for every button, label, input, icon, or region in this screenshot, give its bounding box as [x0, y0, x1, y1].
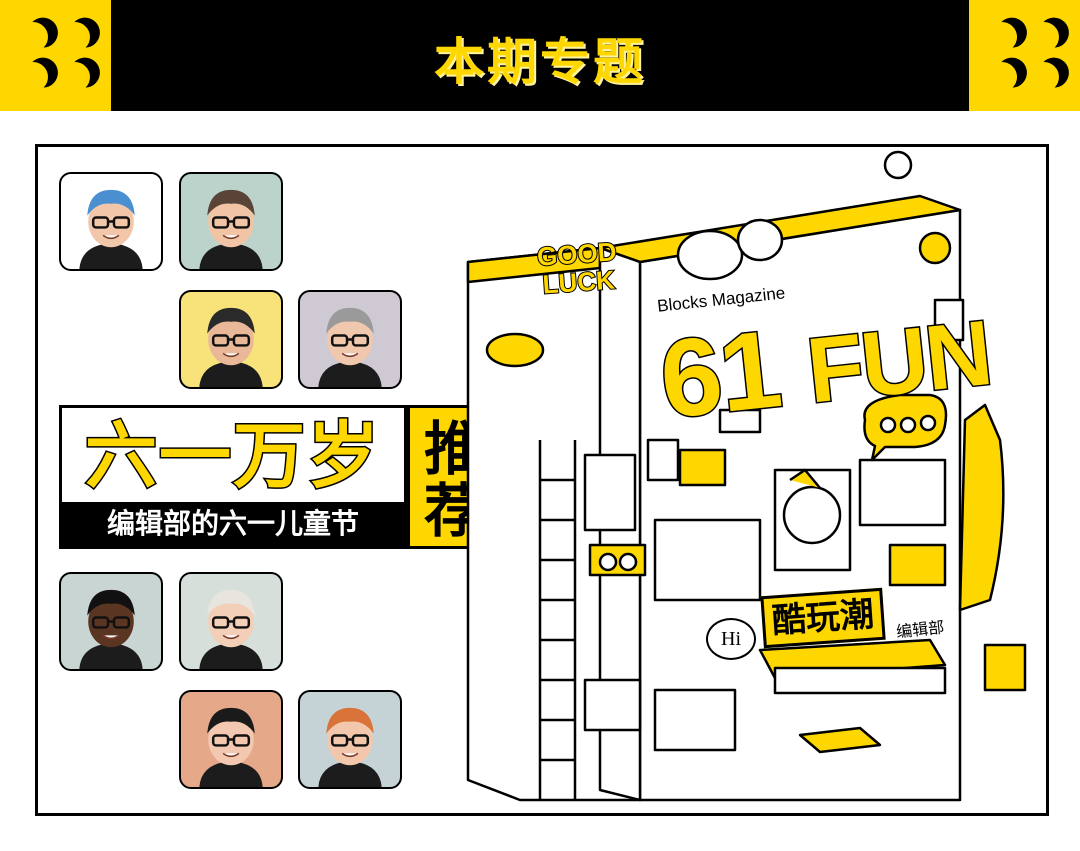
avatar-3: [179, 290, 283, 389]
cover-word: FUN: [801, 300, 997, 424]
header-bar: 本期专题: [0, 0, 1080, 111]
main-title: 六一万岁: [83, 413, 381, 500]
moon-icon: [985, 60, 1020, 95]
shop-sign: 酷玩潮: [760, 587, 886, 649]
moon-icon: [1027, 60, 1062, 95]
moon-pattern-right: [969, 0, 1080, 111]
avatar-5: [59, 572, 163, 671]
avatar-4: [298, 290, 402, 389]
editorial-sign: 编辑部: [895, 617, 946, 642]
title-block: 六一万岁 编辑部的六一儿童节: [59, 405, 407, 549]
cover-number: 61: [653, 306, 787, 444]
avatar-7: [179, 690, 283, 789]
good-luck-line-2: LUCK: [541, 263, 617, 300]
subtitle: 编辑部的六一儿童节: [62, 502, 404, 546]
avatar-2: [179, 172, 283, 271]
avatar-1: [59, 172, 163, 271]
moon-pattern-left: [0, 0, 111, 111]
good-luck-sign: GOOD LUCK: [535, 235, 619, 300]
page-title: 本期专题: [434, 33, 646, 91]
moon-icon: [1027, 20, 1062, 55]
avatar-6: [179, 572, 283, 671]
hi-speech-bubble: Hi: [706, 618, 756, 660]
moon-icon: [985, 20, 1020, 55]
avatar-8: [298, 690, 402, 789]
